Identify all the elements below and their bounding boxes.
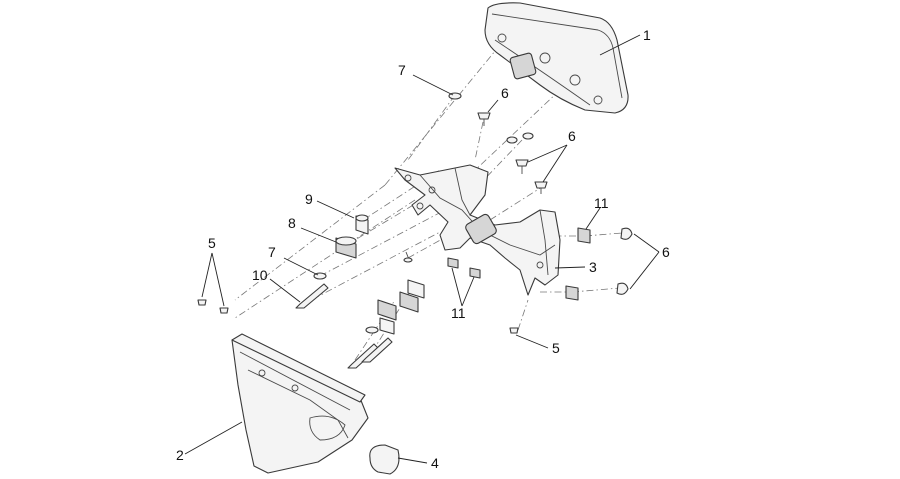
callout-5-left: 5 [208,235,216,251]
mounting-bracket [394,164,561,296]
callout-8: 8 [288,215,296,231]
callout-6-right: 6 [662,244,670,260]
leader-lines [184,34,660,464]
callout-10: 10 [252,267,268,283]
fasteners [197,92,633,369]
callout-9: 9 [305,191,313,207]
callout-4: 4 [431,455,439,471]
callout-1: 1 [643,27,651,43]
instrument-cluster [484,2,629,114]
callout-6-middle: 6 [568,128,576,144]
callout-5-bottom: 5 [552,340,560,356]
callout-3: 3 [589,259,597,275]
callout-7-left: 7 [268,244,276,260]
callout-6-top: 6 [501,85,509,101]
callout-11-right: 11 [594,195,609,211]
instrument-cover [231,333,369,474]
small-cap [369,444,400,475]
callout-11-center: 11 [451,305,466,321]
callout-labels: 1 2 3 4 5 5 6 6 6 7 7 8 9 10 11 11 [176,27,670,471]
callout-7-top: 7 [398,62,406,78]
callout-2: 2 [176,447,184,463]
